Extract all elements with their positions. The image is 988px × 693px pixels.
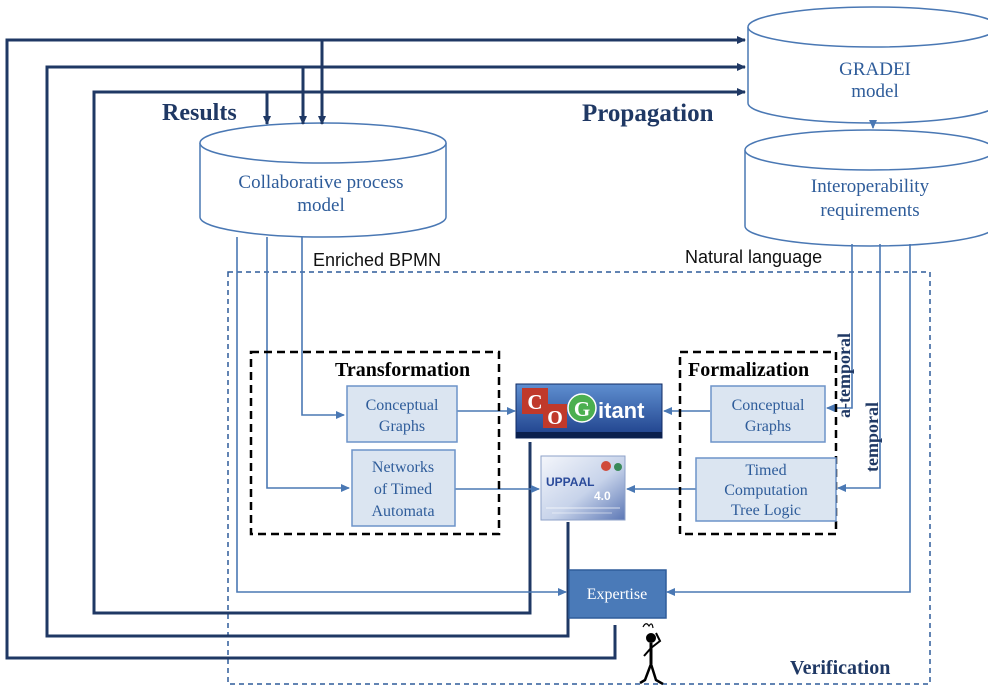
interop-to-expertise (666, 244, 911, 596)
collaborative-process-database: Collaborative process model (199, 122, 447, 238)
feedback-loops (5, 36, 746, 660)
collab-to-nta (266, 237, 350, 492)
expertise-label: Expertise (587, 586, 647, 603)
cg-left-line2: Graphs (379, 418, 425, 435)
gradei-model-database: GRADEI model (747, 6, 988, 124)
conceptual-graphs-right-box: Conceptual Graphs (710, 385, 826, 443)
interoperability-requirements-database: Interoperability requirements (744, 129, 988, 247)
natural-language-label: Natural language (685, 247, 822, 267)
interop-to-tctl (837, 244, 881, 492)
propagation-label: Propagation (582, 100, 714, 127)
collab-label-line1: Collaborative process (238, 172, 403, 193)
tctl-line2: Computation (724, 482, 808, 499)
nta-line2: of Timed (374, 481, 432, 498)
transformation-group: Transformation (249, 350, 501, 536)
uppaal-name: UPPAAL (546, 475, 594, 489)
interop-label-line1: Interoperability (811, 176, 930, 197)
cogitant-logo: C O G itant (515, 383, 663, 439)
uppaal-logo: UPPAAL 4.0 (540, 455, 626, 521)
cogitant-letter-g: G (574, 397, 590, 421)
loop-expertise (5, 36, 746, 660)
tctl-line1: Timed (745, 462, 786, 479)
cogitant-letter-c: C (527, 390, 542, 414)
cg-left-line1: Conceptual (366, 397, 439, 414)
thinking-person-icon (639, 623, 664, 686)
cg-right-line1: Conceptual (732, 397, 805, 414)
tctl-line3: Tree Logic (731, 502, 801, 519)
interop-label-line2: requirements (820, 200, 919, 221)
enriched-bpmn-label: Enriched BPMN (313, 250, 441, 270)
transformation-label: Transformation (335, 359, 470, 381)
formalization-group: Formalization (678, 350, 838, 536)
verification-label: Verification (790, 657, 890, 679)
expertise-box: Expertise (568, 569, 667, 619)
temporal-label: temporal (862, 402, 882, 472)
gradei-label-line1: GRADEI (839, 59, 911, 80)
networks-of-timed-automata-box: Networks of Timed Automata (351, 449, 456, 527)
a-temporal-label: a-temporal (834, 333, 854, 418)
formalization-label: Formalization (688, 359, 809, 381)
nta-line1: Networks (372, 459, 434, 476)
verification-region (227, 271, 931, 685)
collab-label-line2: model (297, 195, 345, 216)
gradei-label-line2: model (851, 81, 899, 102)
cogitant-letter-o: O (547, 407, 563, 429)
loop-cogitant (92, 88, 746, 615)
cg-right-line2: Graphs (745, 418, 791, 435)
conceptual-graphs-left-box: Conceptual Graphs (346, 385, 458, 443)
cogitant-rest: itant (598, 398, 645, 423)
nta-line3: Automata (371, 503, 434, 520)
uppaal-version: 4.0 (594, 489, 611, 503)
tctl-box: Timed Computation Tree Logic (695, 457, 837, 522)
collab-to-expertise (236, 237, 567, 596)
results-label: Results (162, 100, 237, 126)
loop-uppaal (45, 63, 746, 638)
collab-to-cg (301, 237, 345, 419)
